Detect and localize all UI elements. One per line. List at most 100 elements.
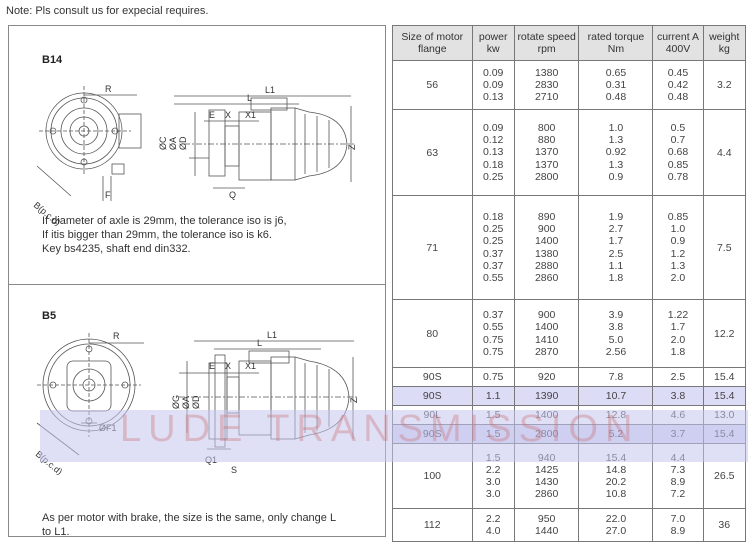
svg-text:ØD: ØD [191,395,201,409]
cell-speed-value: 880 [537,134,556,147]
cell-size: 71 [392,195,473,300]
header-size: Size of motor flange [392,25,473,61]
cell-power-value: 0.37 [482,309,504,322]
cell-current-value: 7.3 [670,463,686,476]
cell-speed-value: 800 [537,121,556,134]
svg-text:Z: Z [347,144,357,150]
b14-note-line: If itis bigger than 29mm, the tolerance … [42,229,272,241]
header-torque: rated torque Nm [578,25,654,61]
cell-power-value: 0.75 [482,345,504,358]
cell-speed: 1390 [513,386,580,406]
cell-weight: 36 [702,508,746,542]
b14-note-line: If diameter of axle is 29mm, the toleran… [42,215,287,227]
cell-speed-value: 1370 [534,158,559,171]
cell-power-value: 0.75 [482,370,504,383]
svg-text:ØA: ØA [168,137,178,150]
svg-text:Q: Q [229,190,236,200]
cell-torque-value: 5.0 [608,333,624,346]
cell-size: 90S [392,386,473,406]
cell-torque-value: 20.2 [605,476,627,488]
cell-torque-value: 7.8 [608,370,624,383]
cell-weight: 7.5 [702,195,746,300]
cell-torque-value: 10.7 [605,389,627,402]
cell-speed-value: 890 [537,210,556,223]
header-speed: rotate speed rpm [513,25,580,61]
cell-current-value: 0.9 [670,235,686,248]
table-header-row: Size of motor flange power kw rotate spe… [392,25,746,61]
cell-speed-value: 2860 [534,271,559,284]
b14-drawing: L1 L R E X X1 ØC ØA ØD Z F Q B(p.c.d) [32,84,357,226]
svg-text:X: X [225,361,231,371]
cell-speed-value: 2710 [534,91,559,104]
cell-torque-value: 3.8 [608,321,624,334]
cell-speed-value: 1425 [534,463,559,476]
cell-current: 3.8 [652,386,704,406]
cell-current: 2.5 [652,367,704,387]
cell-power-value: 0.09 [482,78,504,91]
cell-size: 56 [392,60,473,110]
cell-torque-value: 1.1 [608,259,624,272]
cell-torque: 7.8 [578,367,654,387]
cell-current-value: 0.45 [667,66,689,79]
cell-current-value: 1.8 [670,345,686,358]
cell-speed-value: 2880 [534,259,559,272]
svg-text:ØG: ØG [171,395,181,409]
cell-current-value: 7.2 [670,488,686,501]
cell-power-value: 0.13 [482,91,504,104]
cell-speed-value: 950 [537,512,556,525]
cell-torque-value: 0.9 [608,170,624,183]
cell-weight: 12.2 [702,299,746,368]
svg-text:F: F [105,190,111,200]
cell-current-value: 0.7 [670,134,686,147]
page-note: Note: Pls consult us for expecial requir… [6,5,209,17]
cell-power-value: 0.09 [482,66,504,79]
cell-torque-value: 1.8 [608,271,624,284]
cell-current-value: 1.2 [670,247,686,260]
cell-torque-value: 2.7 [608,223,624,236]
svg-text:E: E [209,110,215,120]
cell-speed-value: 1440 [534,525,559,537]
cell-size: 112 [392,508,473,542]
cell-torque-value: 14.8 [605,463,627,476]
cell-power-value: 0.18 [482,158,504,171]
cell-power-value: 0.12 [482,134,504,147]
cell-torque-value: 0.92 [605,146,627,159]
watermark-band [40,410,748,462]
header-weight: weight kg [702,25,746,61]
svg-text:L1: L1 [265,85,275,95]
cell-torque-value: 22.0 [605,512,627,525]
cell-current-value: 0.85 [667,210,689,223]
cell-power-value: 0.37 [482,259,504,272]
b14-notes: If diameter of axle is 29mm, the toleran… [42,214,287,256]
cell-current-value: 1.22 [667,309,689,322]
cell-weight: 15.4 [702,367,746,387]
cell-speed-value: 1410 [534,333,559,346]
svg-text:ØD: ØD [178,136,188,150]
cell-speed-value: 1430 [534,476,559,488]
cell-size: 90S [392,367,473,387]
cell-power-value: 4.0 [485,525,501,537]
cell-current-value: 2.5 [670,370,686,383]
cell-size: 63 [392,109,473,196]
cell-speed-value: 900 [537,309,556,322]
cell-torque-value: 3.9 [608,309,624,322]
cell-weight: 4.4 [702,109,746,196]
svg-text:Z: Z [349,397,359,403]
cell-current-value: 0.42 [667,78,689,91]
cell-torque-value: 1.7 [608,235,624,248]
svg-text:ØA: ØA [181,396,191,409]
cell-power-value: 0.13 [482,146,504,159]
cell-power-value: 2.2 [485,512,501,525]
